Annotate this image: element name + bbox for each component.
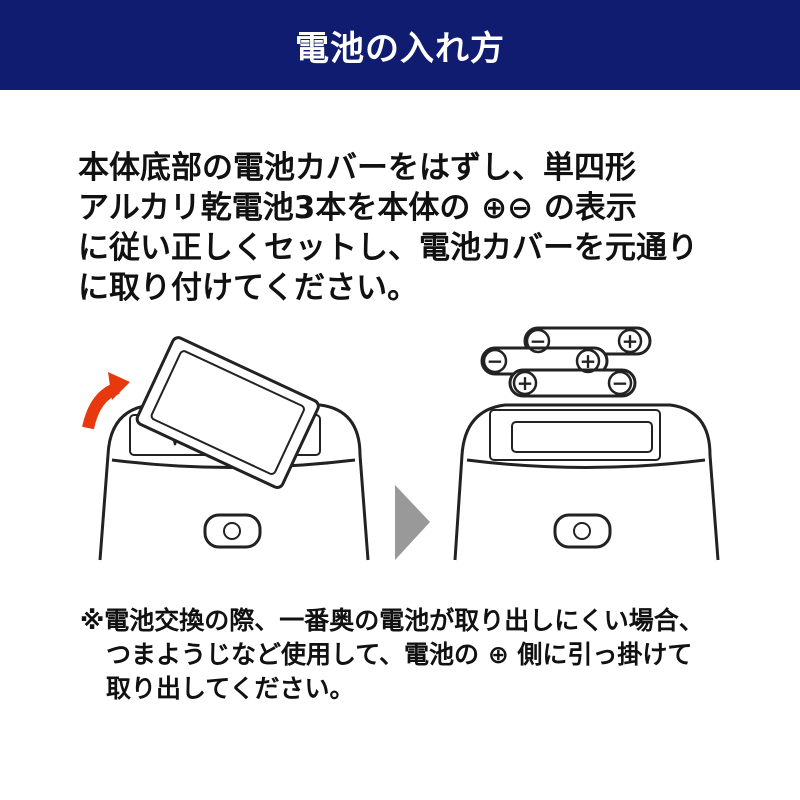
header-bar: 電池の入れ方 <box>0 0 800 90</box>
battery-minus-label: − <box>530 329 547 353</box>
instruction-line: アルカリ乾電池3本を本体の ⊕⊖ の表示 <box>78 190 637 226</box>
battery-install-illustration: − + − + + − <box>82 326 720 561</box>
battery-plus-label: + <box>622 329 639 353</box>
instruction-text: 本体底部の電池カバーをはずし、単四形 アルカリ乾電池3本を本体の ⊕⊖ の表示 … <box>78 148 698 308</box>
instruction-line: に従い正しくセットし、電池カバーを元通り <box>78 230 698 266</box>
note-line: つまようじなど使用して、電池の ⊕ 側に引っ掛けて <box>106 640 693 669</box>
note-text: ※電池交換の際、一番奥の電池が取り出しにくい場合、 つまようじなど使用して、電池… <box>80 604 704 706</box>
battery-plus-label: + <box>517 371 534 395</box>
instruction-line: 本体底部の電池カバーをはずし、単四形 <box>78 150 636 186</box>
instruction-line: に取り付けてください。 <box>78 270 419 306</box>
battery-minus-label: − <box>612 371 629 395</box>
page-title: 電池の入れ方 <box>295 28 505 69</box>
next-step-arrow-icon <box>395 485 430 560</box>
battery-minus-label: − <box>487 349 504 373</box>
note-line: 取り出してください。 <box>106 674 355 703</box>
device-open-cover <box>82 336 370 561</box>
battery-plus-label: + <box>580 349 597 373</box>
device-with-batteries <box>453 326 720 561</box>
note-line: ※電池交換の際、一番奥の電池が取り出しにくい場合、 <box>80 606 704 635</box>
